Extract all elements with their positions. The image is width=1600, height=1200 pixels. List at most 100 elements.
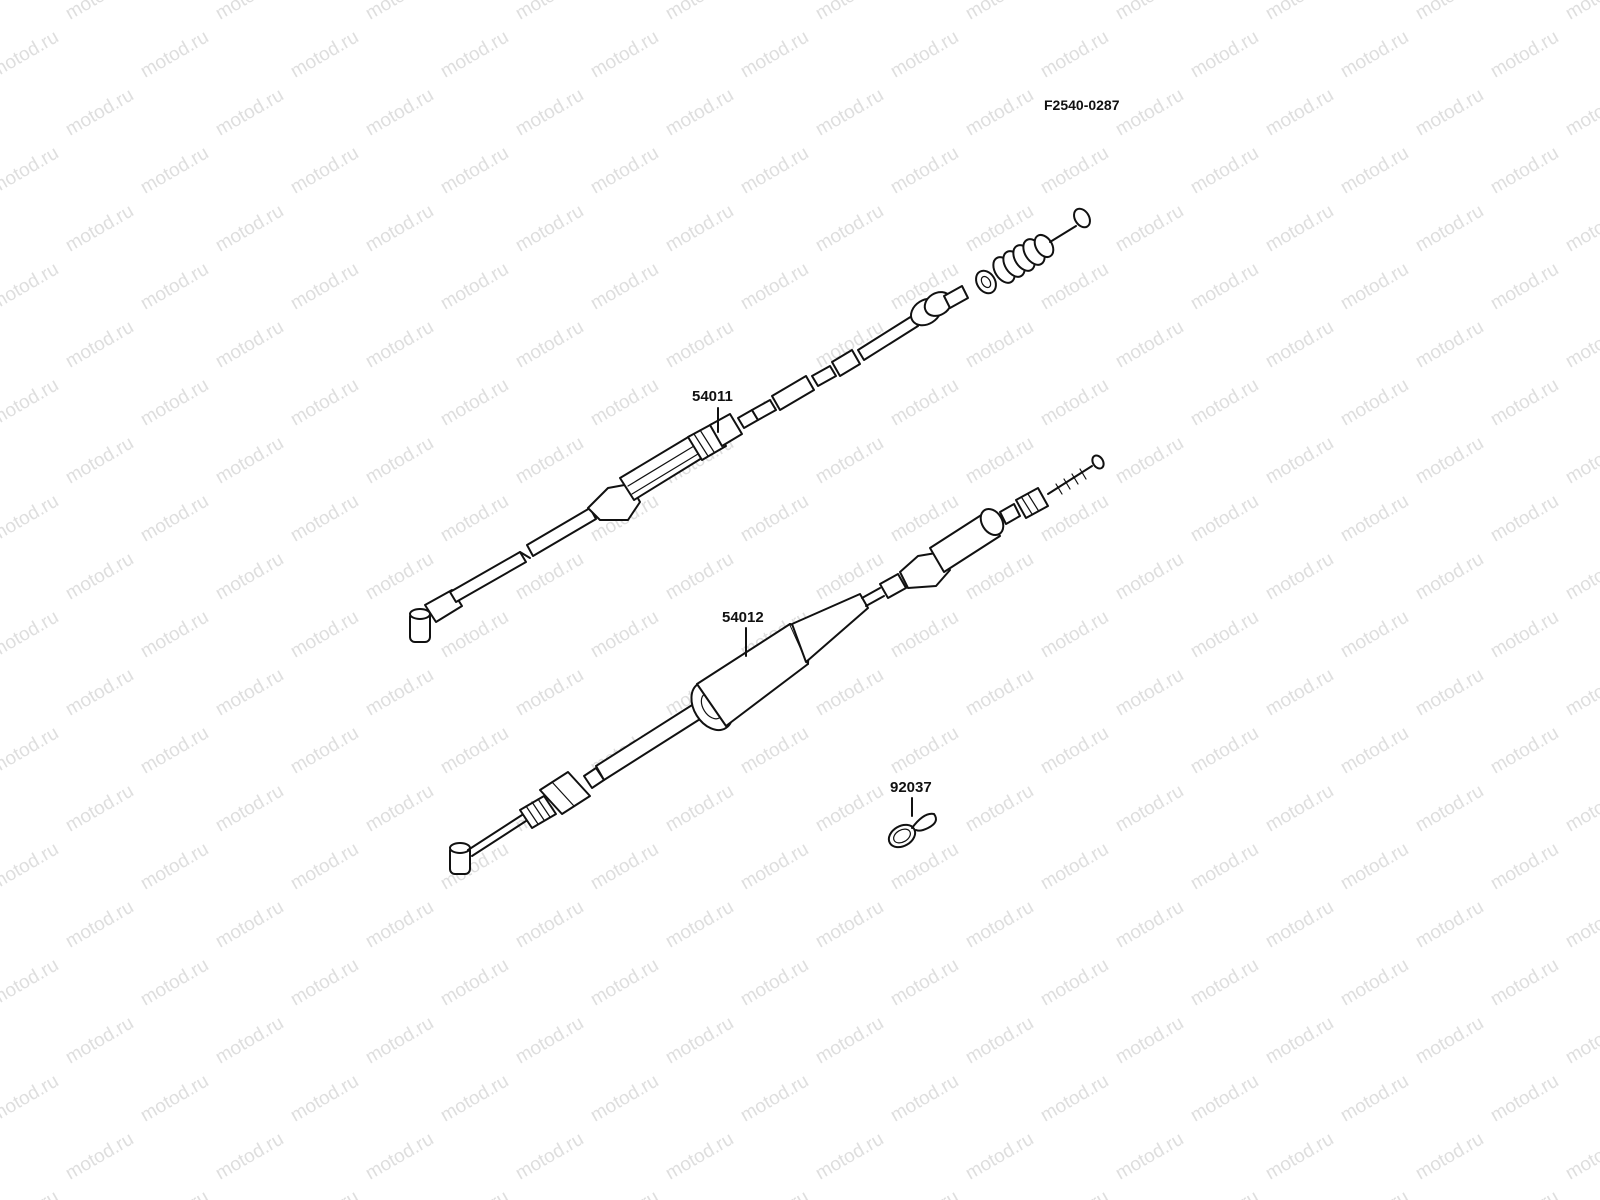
watermark-text: motod.ru [137,143,212,199]
cable-54012-boot-taper [791,593,869,663]
watermark-text: motod.ru [437,1187,512,1200]
watermark-text: motod.ru [1187,491,1262,547]
watermark-text: motod.ru [287,955,362,1011]
watermark-text: motod.ru [512,665,587,721]
watermark-text: motod.ru [887,143,962,199]
cable-54011-housing-segment-2 [831,349,861,377]
cable-54011-housing-upper [857,315,919,361]
watermark-text: motod.ru [1187,1187,1262,1200]
watermark-text: motod.ru [662,85,737,141]
watermark-text: motod.ru [1487,839,1562,895]
watermark-text: motod.ru [1037,143,1112,199]
watermark-text: motod.ru [512,897,587,953]
watermark-text: motod.ru [812,201,887,257]
cable-54011-end-barrel-top [409,608,431,620]
watermark-text: motod.ru [737,143,812,199]
watermark-text: motod.ru [1112,665,1187,721]
cable-54012[interactable] [449,453,1106,875]
cable-54011-housing-mid [526,507,597,557]
watermark-text: motod.ru [662,897,737,953]
watermark-text: motod.ru [1262,1129,1337,1185]
watermark-text: motod.ru [1337,1187,1412,1200]
watermark-text: motod.ru [662,781,737,837]
watermark-text: motod.ru [1412,549,1487,605]
watermark-text: motod.ru [1562,897,1600,953]
cable-54011[interactable] [409,206,1093,643]
clip-92037[interactable] [885,812,937,852]
watermark-text: motod.ru [362,665,437,721]
diagram-code: F2540-0287 [1044,97,1120,113]
watermark-text: motod.ru [1262,433,1337,489]
watermark-text: motod.ru [1562,781,1600,837]
watermark-text: motod.ru [662,0,737,24]
watermark-text: motod.ru [1412,85,1487,141]
watermark-text: motod.ru [1037,1187,1112,1200]
watermark-text: motod.ru [1112,85,1187,141]
cable-54011-boot [587,483,641,521]
watermark-text: motod.ru [737,839,812,895]
watermark-text: motod.ru [1562,549,1600,605]
watermark-text: motod.ru [1412,665,1487,721]
watermark-text: motod.ru [1037,955,1112,1011]
watermark-text: motod.ru [1187,27,1262,83]
watermark-text: motod.ru [962,1129,1037,1185]
watermark-text: motod.ru [962,0,1037,24]
watermark-text: motod.ru [212,201,287,257]
watermark-text: motod.ru [62,781,137,837]
watermark-text: motod.ru [1037,259,1112,315]
watermark-text: motod.ru [137,1187,212,1200]
watermark-text: motod.ru [962,897,1037,953]
watermark-text: motod.ru [962,317,1037,373]
watermark-text: motod.ru [737,27,812,83]
watermark-text: motod.ru [437,1071,512,1127]
watermark-text: motod.ru [0,259,62,315]
watermark-text: motod.ru [437,375,512,431]
watermark-text: motod.ru [437,27,512,83]
watermark-text: motod.ru [212,549,287,605]
watermark-text: motod.ru [812,781,887,837]
watermark-text: motod.ru [62,549,137,605]
watermark-text: motod.ru [362,317,437,373]
cable-54011-housing-lower [449,551,527,603]
watermark-text: motod.ru [812,897,887,953]
watermark-text: motod.ru [62,201,137,257]
watermark-text: motod.ru [587,955,662,1011]
watermark-text: motod.ru [212,665,287,721]
watermark-text: motod.ru [1562,433,1600,489]
watermark-text: motod.ru [1487,723,1562,779]
watermark-text: motod.ru [137,955,212,1011]
watermark-text: motod.ru [0,1071,62,1127]
watermark-text: motod.ru [1187,839,1262,895]
cable-54011-washer [975,269,997,295]
watermark-text: motod.ru [362,201,437,257]
watermark-text: motod.ru [362,433,437,489]
watermark-text: motod.ru [737,491,812,547]
watermark-text: motod.ru [1562,317,1600,373]
watermark-text: motod.ru [1112,781,1187,837]
watermark-text: motod.ru [212,1013,287,1069]
watermark-text: motod.ru [362,897,437,953]
watermark-text: motod.ru [62,317,137,373]
watermark-text: motod.ru [962,433,1037,489]
watermark-text: motod.ru [887,375,962,431]
watermark-text: motod.ru [1337,27,1412,83]
watermark-text: motod.ru [587,143,662,199]
watermark-text: motod.ru [1562,85,1600,141]
watermark-text: motod.ru [437,955,512,1011]
watermark-text: motod.ru [1487,27,1562,83]
watermark-text: motod.ru [362,1013,437,1069]
watermark-text: motod.ru [1112,897,1187,953]
watermark-text: motod.ru [1037,375,1112,431]
watermark-text: motod.ru [812,1129,887,1185]
watermark-text: motod.ru [287,1187,362,1200]
watermark-text: motod.ru [662,317,737,373]
watermark-text: motod.ru [287,1071,362,1127]
watermark-text: motod.ru [812,0,887,24]
watermark-text: motod.ru [287,259,362,315]
watermark-text: motod.ru [1487,259,1562,315]
cable-54012-upper-end [1091,454,1105,470]
part-label-92037: 92037 [890,779,932,796]
watermark-text: motod.ru [962,549,1037,605]
